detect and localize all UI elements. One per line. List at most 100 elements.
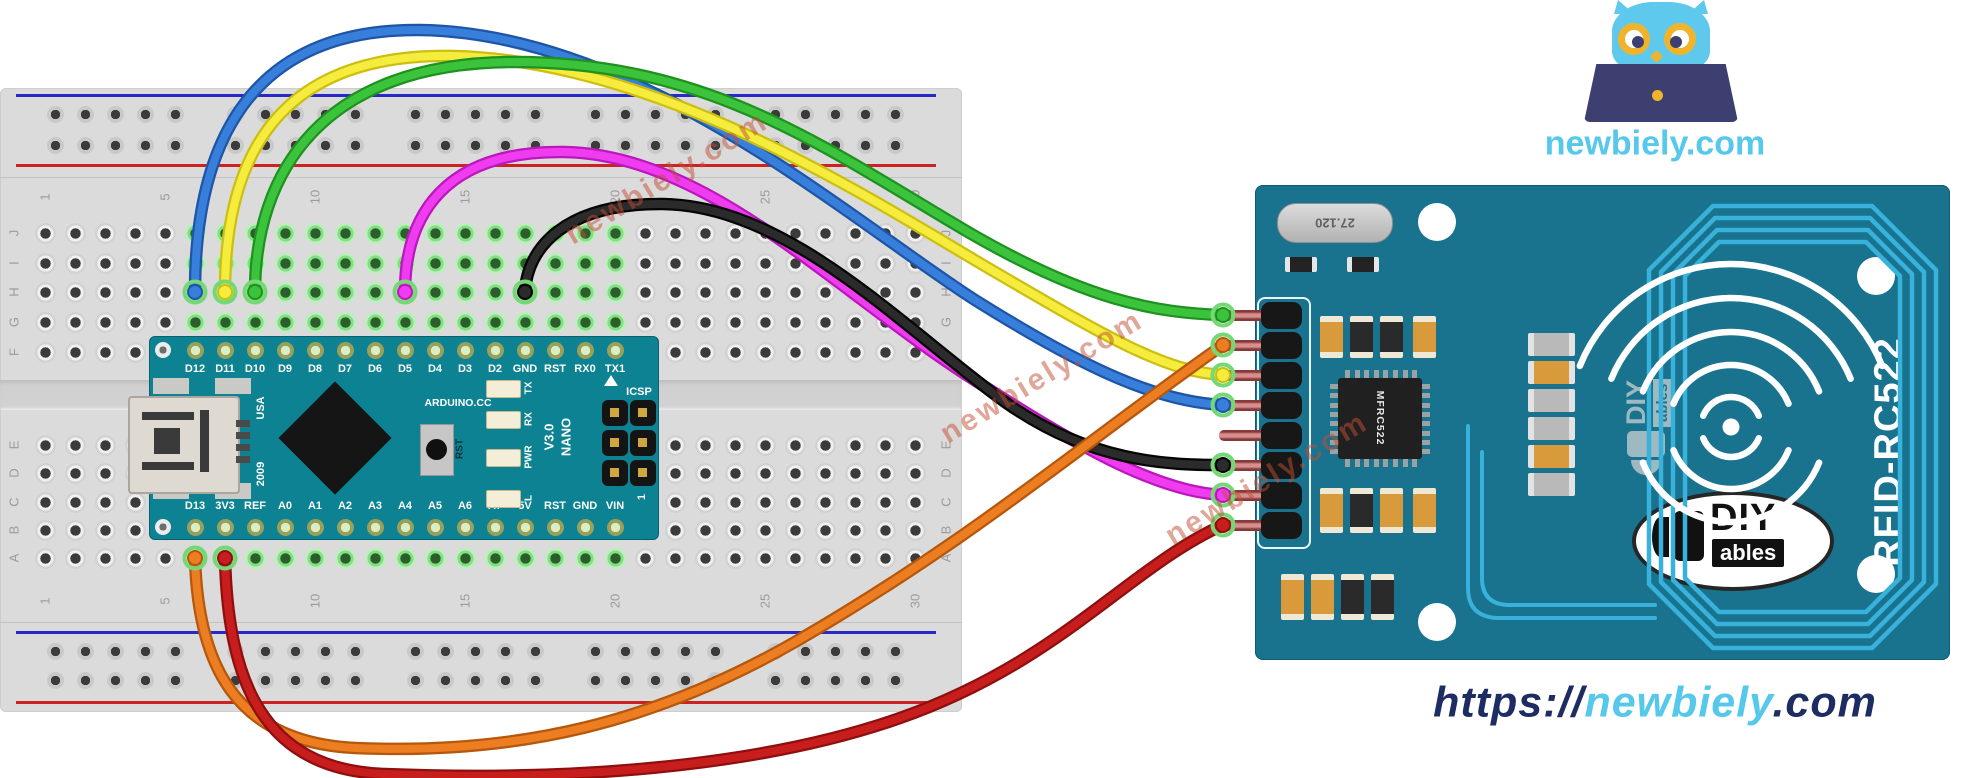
chip-leg bbox=[1422, 449, 1430, 455]
nano-pin-D2 bbox=[486, 341, 504, 359]
mfrc522-chip-label: MFRC522 bbox=[1374, 390, 1386, 446]
breadboard-hole bbox=[844, 311, 866, 333]
breadboard-hole bbox=[64, 519, 86, 541]
breadboard-hole bbox=[34, 491, 56, 513]
breadboard-hole bbox=[514, 281, 536, 303]
breadboard-hole bbox=[274, 547, 296, 569]
breadboard-hole bbox=[904, 281, 926, 303]
nano-pin-D4 bbox=[426, 341, 444, 359]
breadboard-hole bbox=[694, 491, 716, 513]
nano-pin-D8 bbox=[306, 341, 324, 359]
owl-glasses-left-icon bbox=[1618, 23, 1650, 55]
breadboard-hole bbox=[304, 252, 326, 274]
breadboard-hole bbox=[694, 281, 716, 303]
chip-leg bbox=[1373, 370, 1379, 378]
breadboard-rail-hole bbox=[286, 105, 304, 123]
column-number-15: 15 bbox=[457, 593, 473, 609]
breadboard-hole bbox=[514, 222, 536, 244]
smd-capacitor bbox=[1350, 488, 1373, 533]
column-number-25: 25 bbox=[757, 593, 773, 609]
breadboard-hole bbox=[724, 341, 746, 363]
breadboard-rail-hole bbox=[766, 671, 784, 689]
breadboard-rail-hole bbox=[106, 105, 124, 123]
column-number-5: 5 bbox=[157, 193, 173, 201]
breadboard-hole bbox=[694, 462, 716, 484]
breadboard-rail-hole bbox=[46, 105, 64, 123]
breadboard-hole bbox=[304, 222, 326, 244]
breadboard-rail-hole bbox=[826, 105, 844, 123]
breadboard-hole bbox=[514, 547, 536, 569]
breadboard-hole bbox=[274, 281, 296, 303]
chip-leg bbox=[1393, 459, 1398, 467]
breadboard-hole bbox=[514, 252, 536, 274]
usb-pin bbox=[236, 432, 250, 439]
chip-leg bbox=[1383, 459, 1389, 467]
nano-pin-A6 bbox=[456, 518, 474, 536]
newbiely-logo: newbiely.com bbox=[1540, 0, 1780, 168]
breadboard-hole bbox=[64, 491, 86, 513]
chip-leg bbox=[1330, 393, 1338, 399]
oval-ables-text: ables bbox=[1712, 539, 1785, 567]
breadboard-hole bbox=[664, 547, 686, 569]
icsp-pad-gold bbox=[638, 438, 647, 447]
breadboard-hole bbox=[634, 222, 656, 244]
breadboard-rail-hole bbox=[76, 105, 94, 123]
breadboard-hole bbox=[154, 281, 176, 303]
breadboard-hole bbox=[274, 311, 296, 333]
chip-leg bbox=[1412, 459, 1418, 467]
breadboard-hole bbox=[724, 462, 746, 484]
icsp-pad-gold bbox=[638, 468, 647, 477]
nano-pin-label-D6: D6 bbox=[367, 363, 383, 375]
breadboard-hole bbox=[874, 462, 896, 484]
led-RX bbox=[486, 411, 521, 429]
nano-pin-D5 bbox=[396, 341, 414, 359]
breadboard-hole bbox=[754, 434, 776, 456]
row-letter-G: G bbox=[6, 316, 22, 328]
breadboard-rail-hole bbox=[286, 136, 304, 154]
breadboard-rail-hole bbox=[286, 642, 304, 660]
smd-component bbox=[1528, 333, 1575, 356]
breadboard-hole bbox=[34, 434, 56, 456]
breadboard-hole bbox=[424, 222, 446, 244]
breadboard-hole bbox=[94, 462, 116, 484]
nano-version-text: V3.0 bbox=[541, 423, 557, 451]
url-prefix: https:// bbox=[1433, 678, 1585, 727]
icsp-pad bbox=[602, 460, 628, 486]
led-PWR bbox=[486, 449, 521, 467]
smd-component bbox=[1528, 445, 1575, 468]
chip-leg bbox=[1330, 439, 1338, 445]
usb-pin bbox=[236, 420, 250, 427]
breadboard-rail-hole bbox=[406, 671, 424, 689]
breadboard-rail-hole bbox=[46, 642, 64, 660]
breadboard-rail-hole bbox=[46, 671, 64, 689]
breadboard-hole bbox=[124, 519, 146, 541]
breadboard-hole bbox=[334, 222, 356, 244]
breadboard-hole bbox=[814, 491, 836, 513]
breadboard-hole bbox=[664, 281, 686, 303]
breadboard-hole bbox=[304, 281, 326, 303]
breadboard-hole bbox=[64, 281, 86, 303]
smd-component bbox=[1528, 473, 1575, 496]
breadboard-rail-hole bbox=[406, 105, 424, 123]
nano-pin-A5 bbox=[426, 518, 444, 536]
smd-capacitor bbox=[1350, 316, 1373, 358]
breadboard-hole bbox=[94, 491, 116, 513]
breadboard-hole bbox=[64, 222, 86, 244]
smd-capacitor bbox=[1320, 488, 1343, 533]
nano-pin-label-RX0: RX0 bbox=[574, 363, 596, 375]
rfid-header-pin bbox=[1219, 309, 1265, 321]
breadboard-hole bbox=[94, 252, 116, 274]
breadboard-hole bbox=[664, 222, 686, 244]
column-number-15: 15 bbox=[457, 189, 473, 205]
icsp-pad-gold bbox=[610, 468, 619, 477]
breadboard-rail-hole bbox=[316, 136, 334, 154]
breadboard-hole bbox=[904, 311, 926, 333]
divider-line bbox=[0, 622, 962, 623]
breadboard-hole bbox=[844, 434, 866, 456]
breadboard-rail-hole bbox=[886, 105, 904, 123]
breadboard-hole bbox=[244, 252, 266, 274]
nano-pin-label-RST: RST bbox=[544, 363, 566, 375]
breadboard-hole bbox=[724, 491, 746, 513]
breadboard-hole bbox=[544, 281, 566, 303]
breadboard-hole bbox=[904, 252, 926, 274]
